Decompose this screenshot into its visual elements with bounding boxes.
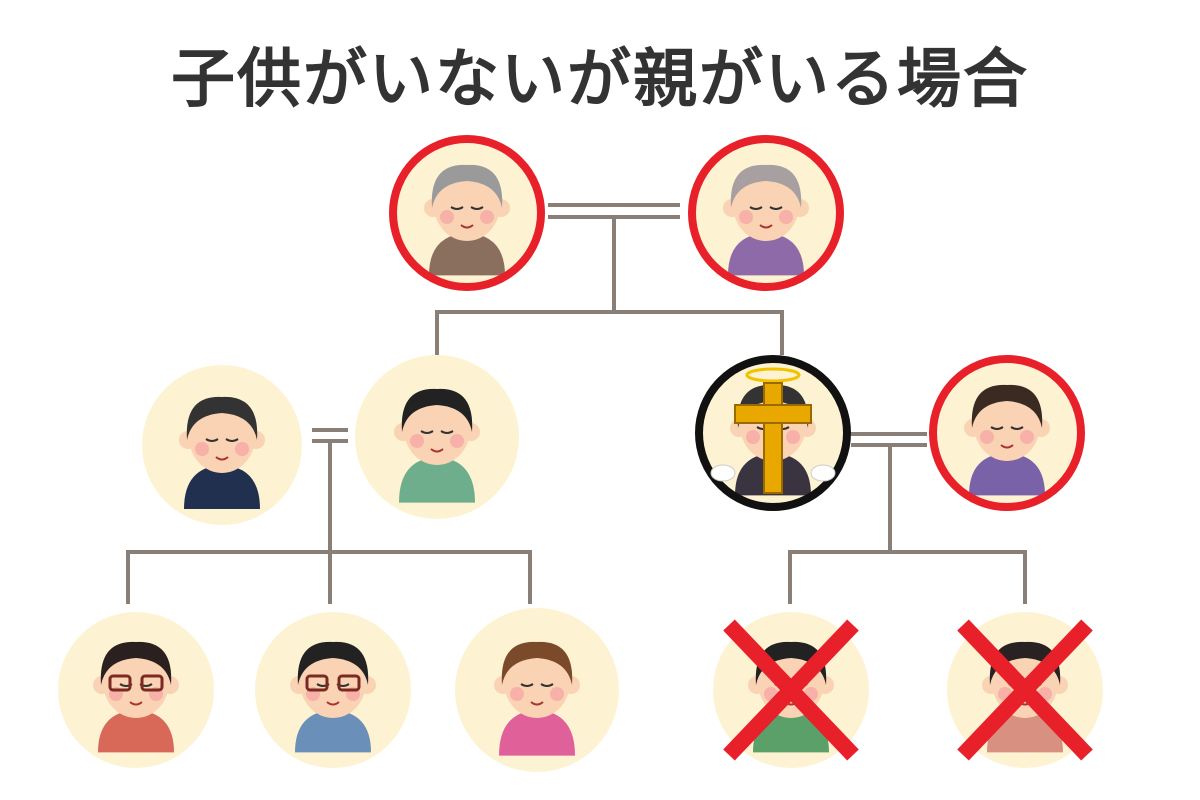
elderly-woman-icon (723, 164, 809, 276)
person-sibling (355, 355, 519, 519)
elderly-man-icon (424, 164, 510, 276)
wing-icon (710, 464, 736, 482)
deceased-ring (695, 355, 851, 511)
person-nephew-niece-2 (255, 612, 411, 768)
person-deceased (695, 355, 851, 511)
heir-ring (929, 355, 1085, 511)
cross-icon (734, 382, 812, 494)
wing-icon (810, 464, 836, 482)
man-with-glasses-icon (290, 641, 376, 753)
person-child-1 (713, 612, 869, 768)
person-nephew-niece-1 (58, 612, 214, 768)
cross-out-x-icon (723, 619, 859, 761)
relationship-lines (126, 203, 1027, 604)
diagram-title: 子供がいないが親がいる場合 (171, 43, 1029, 117)
heir-ring (688, 135, 844, 291)
descent-line (788, 550, 1027, 604)
person-grandfather (389, 135, 545, 291)
person-grandmother (688, 135, 844, 291)
heir-ring (389, 135, 545, 291)
halo-icon (745, 367, 801, 383)
descent-line (435, 310, 784, 355)
cross-out-x-icon (957, 619, 1093, 761)
curly-hair-woman-icon (494, 641, 580, 756)
descent-line (126, 550, 532, 604)
person-sibling-spouse (142, 365, 302, 525)
man-in-suit-icon (179, 396, 265, 509)
person-spouse (929, 355, 1085, 511)
person-child-2 (947, 612, 1103, 768)
person-nephew-niece-3 (455, 608, 619, 772)
smiling-woman-icon (964, 384, 1050, 496)
woman-icon (394, 388, 480, 503)
woman-with-glasses-icon (93, 641, 179, 753)
